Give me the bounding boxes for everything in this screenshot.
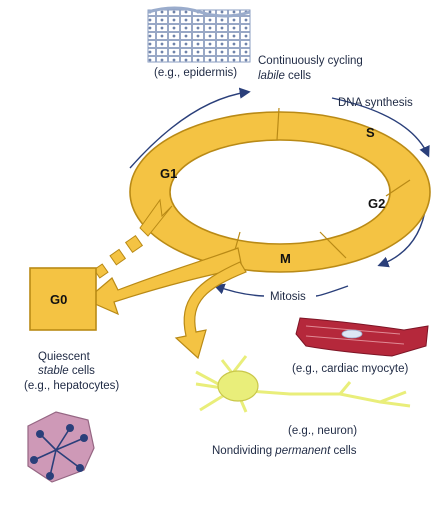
mitosis-label: Mitosis (270, 291, 306, 303)
dna-synthesis-label: DNA synthesis (338, 97, 413, 109)
epidermis-illustration (148, 8, 250, 62)
labile-line2-label: labile cells (258, 70, 311, 82)
nondividing-pre: Nondividing (212, 445, 275, 457)
mitosis-arc-arrow (316, 286, 348, 296)
phase-m-label: M (280, 251, 291, 266)
neuron-example-label: (e.g., neuron) (288, 425, 357, 437)
phase-s-label: S (366, 125, 375, 140)
labile-line1-label: Continuously cycling (258, 55, 363, 67)
phase-g2-label: G2 (368, 196, 385, 211)
stable-rest: cells (69, 365, 95, 377)
hepatocyte-illustration (28, 412, 94, 482)
cell-cycle-ring (130, 108, 430, 272)
labile-rest: cells (285, 70, 311, 82)
mitosis-arc-arrow-end (216, 286, 264, 296)
phase-g0-label: G0 (50, 292, 67, 307)
quiescent-label: Quiescent (38, 351, 91, 363)
permanent-rest: cells (330, 445, 356, 457)
hepatocytes-example-label: (e.g., hepatocytes) (24, 380, 119, 392)
phase-g1-label: G1 (160, 166, 177, 181)
stable-cells-label: stable cells (38, 365, 95, 377)
nondividing-permanent-label: Nondividing permanent cells (212, 445, 357, 457)
epidermis-example-label: (e.g., epidermis) (154, 67, 237, 79)
permanent-word: permanent (274, 445, 331, 457)
cardiac-example-label: (e.g., cardiac myocyte) (292, 363, 408, 375)
labile-word: labile (258, 70, 285, 82)
stable-word: stable (38, 365, 69, 377)
cardiac-myocyte-illustration (296, 318, 428, 356)
